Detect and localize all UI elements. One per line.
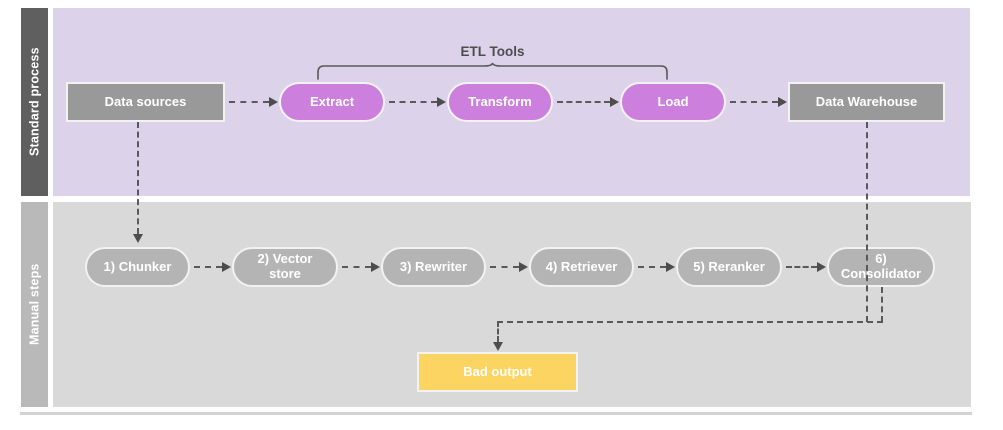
arrowhead-extract-to-transform: [437, 97, 446, 107]
arrowhead-rewriter-to-retriever: [519, 262, 528, 272]
arrowhead-transform-to-load: [610, 97, 619, 107]
node-vector-store[interactable]: 2) Vector store: [232, 247, 338, 287]
node-load-label: Load: [657, 93, 689, 109]
lane-label-manual-steps: Manual steps: [21, 202, 48, 407]
node-chunker[interactable]: 1) Chunker: [85, 247, 190, 287]
node-reranker[interactable]: 5) Reranker: [676, 247, 782, 287]
etl-tools-caption: ETL Tools: [460, 44, 525, 59]
arrowhead-load-to-warehouse: [778, 97, 787, 107]
node-rewriter[interactable]: 3) Rewriter: [381, 247, 486, 287]
node-transform[interactable]: Transform: [447, 82, 553, 122]
connector-extract-to-transform: [389, 101, 437, 103]
arrowhead-vector-store-to-rewriter: [371, 262, 380, 272]
connector-retriever-to-reranker: [638, 266, 666, 268]
node-data-warehouse[interactable]: Data Warehouse: [788, 82, 945, 122]
connector-feedback-rail: [497, 321, 883, 323]
connector-rail-to-bad-output: [497, 321, 499, 342]
arrowhead-reranker-to-consolidator: [817, 262, 826, 272]
node-retriever[interactable]: 4) Retriever: [529, 247, 634, 287]
connector-consolidator-down: [881, 287, 883, 322]
connector-vector-store-to-rewriter: [342, 266, 371, 268]
node-transform-label: Transform: [468, 93, 532, 109]
node-load[interactable]: Load: [620, 82, 726, 122]
arrowhead-retriever-to-reranker: [666, 262, 675, 272]
node-vector-store-label: 2) Vector store: [257, 251, 313, 281]
node-bad-output-label: Bad output: [463, 363, 532, 379]
node-reranker-label: 5) Reranker: [693, 258, 765, 274]
arrowhead-rail-to-bad-output: [493, 342, 503, 351]
connector-reranker-to-consolidator: [786, 266, 817, 268]
etl-tools-brace-icon: [316, 62, 669, 80]
arrowhead-sources-to-chunker: [133, 234, 143, 243]
node-data-sources[interactable]: Data sources: [66, 82, 225, 122]
connector-sources-to-chunker: [137, 122, 139, 234]
arrowhead-sources-to-extract: [269, 97, 278, 107]
connector-chunker-to-vector-store: [194, 266, 222, 268]
node-extract-label: Extract: [309, 93, 355, 109]
connector-warehouse-down: [866, 122, 868, 322]
connector-transform-to-load: [557, 101, 610, 103]
node-data-warehouse-label: Data Warehouse: [815, 93, 918, 109]
node-extract[interactable]: Extract: [279, 82, 385, 122]
node-chunker-label: 1) Chunker: [103, 258, 172, 274]
node-bad-output[interactable]: Bad output: [417, 352, 578, 392]
connector-sources-to-extract: [229, 101, 269, 103]
connector-load-to-warehouse: [730, 101, 778, 103]
node-consolidator-label: 6) Consolidator: [840, 251, 922, 281]
arrowhead-chunker-to-vector-store: [222, 262, 231, 272]
node-rewriter-label: 3) Rewriter: [399, 258, 468, 274]
node-consolidator[interactable]: 6) Consolidator: [827, 247, 935, 287]
node-data-sources-label: Data sources: [104, 93, 187, 109]
bottom-divider: [20, 412, 972, 415]
connector-rewriter-to-retriever: [490, 266, 519, 268]
node-retriever-label: 4) Retriever: [545, 258, 618, 274]
lane-label-standard-process: Standard process: [21, 8, 48, 196]
